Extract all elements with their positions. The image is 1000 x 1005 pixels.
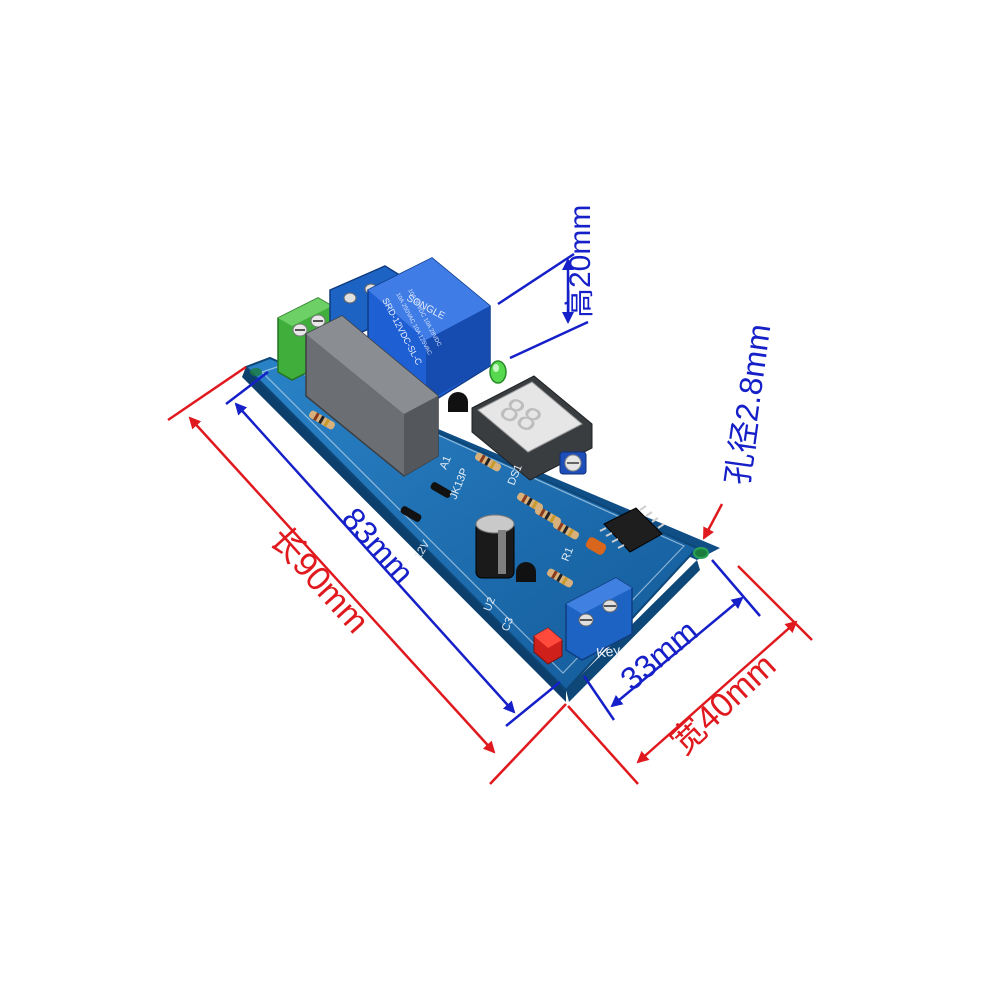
silk-r1: R1 (560, 546, 576, 564)
green-led (489, 360, 507, 384)
mounting-hole (693, 547, 709, 559)
key-label: Key (595, 642, 621, 661)
width-label: 宽40mm (664, 646, 784, 761)
height-label: 高20mm (564, 205, 597, 318)
trimmer-pot (559, 451, 587, 475)
hole-label: 孔径2.8mm (719, 322, 777, 487)
inner-width-dimension-line (610, 596, 744, 708)
ic-chip (599, 505, 665, 553)
red-button (533, 627, 563, 665)
electrolytic-capacitor (475, 514, 515, 579)
inner-length-dimension-line (234, 402, 516, 714)
hole-arrow (702, 503, 724, 540)
